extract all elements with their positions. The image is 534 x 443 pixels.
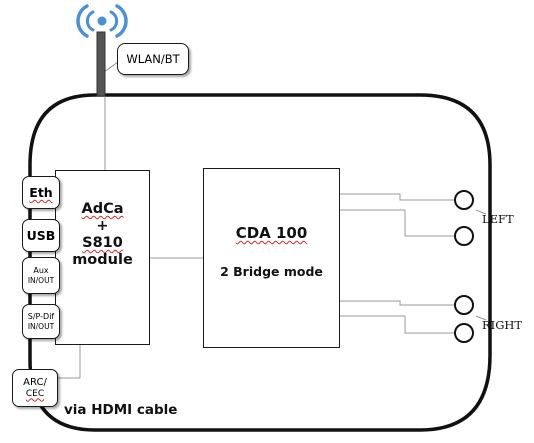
aux-port: Aux IN/OUT [22,257,60,294]
wifi-signal-icon [76,4,128,38]
module-line-1: AdCa [81,201,124,217]
arc-module-link [58,345,81,379]
left-terminal-bottom [454,226,474,246]
left-terminal-top [454,190,474,210]
enclosure-outline [28,93,492,432]
amp-title: CDA 100 [235,224,308,242]
module-line-2: + [96,218,109,234]
left-minus-wire [340,209,455,237]
left-output-label: LEFT [482,212,514,226]
amp-subtitle: 2 Bridge mode [220,264,323,279]
cda100-amplifier: CDA 100 2 Bridge mode [203,168,340,348]
left-label-leader [475,209,487,215]
aux-port-line-2: IN/OUT [27,275,55,285]
arc-port-line-1: ARC/ [23,376,47,388]
aux-port-line-1: Aux [33,265,49,275]
antenna-label-leader [103,61,119,73]
eth-port: Eth [22,176,60,209]
spdif-port: S/P-Dif IN/OUT [22,304,60,339]
right-minus-wire [340,315,455,334]
eth-port-label: Eth [29,185,53,200]
hdmi-cable-note: via HDMI cable [64,402,178,418]
left-plus-wire [340,193,455,201]
adca-s810-module: AdCa + S810 module [55,170,150,345]
antenna-mast [96,31,106,97]
right-terminal-bottom [454,323,474,343]
spdif-port-line-2: IN/OUT [27,321,55,331]
wlan-bt-label: WLAN/BT [126,52,180,66]
right-label-leader [475,315,487,321]
module-label: AdCa + S810 module [56,201,149,269]
module-line-3: S810 [82,235,123,251]
usb-port-label: USB [26,228,56,243]
arc-port-line-2: CEC [25,388,45,399]
wifi-signal-center [97,16,107,26]
arc-cec-port: ARC/ CEC [12,369,58,407]
right-output-label: RIGHT [482,318,523,332]
wlan-bt-label-box: WLAN/BT [117,43,189,75]
right-plus-wire [340,300,455,306]
module-line-4: module [72,252,133,268]
usb-port: USB [22,219,60,252]
spdif-port-line-1: S/P-Dif [27,311,55,321]
right-terminal-top [454,295,474,315]
